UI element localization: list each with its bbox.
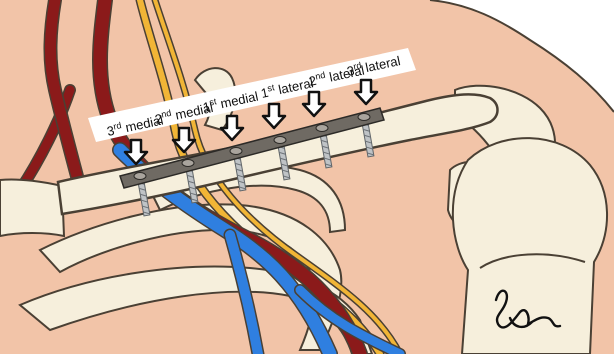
humeral-head <box>453 138 607 354</box>
plate-hole-2nd-medial <box>182 160 194 167</box>
sternal-end <box>0 179 64 236</box>
humerus <box>453 138 607 354</box>
plate-hole-1st-medial <box>230 148 242 155</box>
plate-hole-1st-lateral <box>274 137 286 144</box>
plate-hole-2nd-lateral <box>316 125 328 132</box>
plate-hole-3rd-lateral <box>358 114 370 121</box>
plate-hole-3rd-medial <box>134 173 146 180</box>
